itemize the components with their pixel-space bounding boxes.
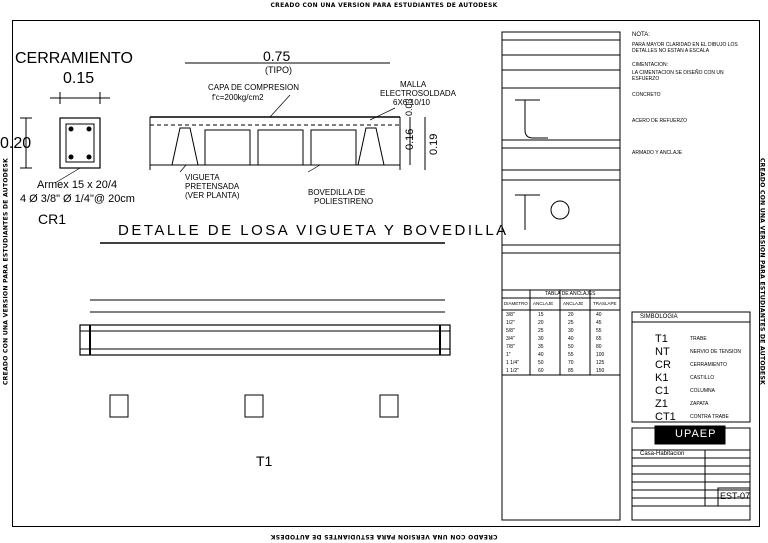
bars-label: 4 Ø 3/8" Ø 1/4"@ 20cm [20,193,135,205]
vigueta-label-3: (VER PLANTA) [185,191,240,200]
table-cell: 70 [568,360,574,366]
drawing-title: DETALLE DE LOSA VIGUETA Y BOVEDILLA [118,222,509,239]
table-cell: 50 [568,344,574,350]
table-cell: 1 1/2" [506,368,519,374]
legend-desc: CASTILLO [690,375,715,381]
legend-desc: NERVIO DE TENSION [690,349,741,355]
table-cell: 1 1/4" [506,360,519,366]
table-cell: 1/2" [506,320,515,326]
legend-desc: COLUMNA [690,388,716,394]
note-acero: ACERO DE REFUERZO [632,118,688,124]
drawing-frame [12,20,760,527]
table-cell: 15 [538,312,544,318]
table-cell: 20 [538,320,544,326]
dim-015: 0.15 [63,70,95,87]
vigueta-label-1: VIGUETA [185,173,220,182]
table-cell: 35 [538,344,544,350]
table-cell: 1" [506,352,511,358]
table-cell: 3/8" [506,312,515,318]
cerramiento-title: CERRAMIENTO [15,50,133,67]
beam-label: T1 [256,453,273,469]
table-cell: 55 [596,328,602,334]
table-cell: 25 [538,328,544,334]
table-cell: 55 [568,352,574,358]
note-armado: ARMADO Y ANCLAJE [632,150,683,156]
sheet-number: EST-07 [720,491,751,501]
cr1-label: CR1 [38,211,67,227]
armex-label: Armex 15 x 20/4 [37,179,118,191]
dim-075: 0.75 [263,48,291,64]
table-cell: 40 [568,336,574,342]
table-cell: 5/8" [506,328,515,334]
table-cell: 7/8" [506,344,515,350]
table-header-3: TRASLAPE [593,301,617,306]
capa-label-2: f'c=200kg/cm2 [212,93,264,102]
legend-code: T1 [655,333,668,345]
dim-016: 0.16 [404,128,416,150]
table-header-2: ANCLAJE [563,301,584,306]
note-title: NOTA: [632,32,650,38]
note-1: PARA MAYOR CLARIDAD EN EL DIBUJO LOS DET… [632,42,738,54]
legend-title: SIMBOLOGIA [640,314,678,320]
logo: UPAEP [675,428,717,440]
table-cell: 30 [568,328,574,334]
dim-019: 0.19 [428,133,440,155]
vigueta-label-2: PRETENSADA [185,182,240,191]
table-cell: 40 [596,312,602,318]
table-cell: 50 [538,360,544,366]
table-header-0: DIAMETRO [504,301,528,306]
legend-code: K1 [655,372,669,384]
table-title: TABLA DE ANCLAJES [545,291,596,297]
table-cell: 125 [596,360,605,366]
legend-code: CR [655,359,671,371]
table-cell: 40 [538,352,544,358]
table-cell: 3/4" [506,336,515,342]
legend-desc: TRABE [690,336,707,342]
table-cell: 65 [596,336,602,342]
tipo-label: (TIPO) [265,65,292,75]
legend-code: CT1 [655,411,676,423]
malla-label-2: ELECTROSOLDADA [380,89,457,98]
dim-020: 0.20 [0,135,32,152]
legend-code: NT [655,346,670,358]
bovedilla-label-2: POLIESTIRENO [314,197,374,206]
legend-desc: CONTRA TRABE [690,414,729,420]
table-cell: 150 [596,368,605,374]
legend-desc: ZAPATA [690,401,709,407]
legend-desc: CERRAMIENTO [690,362,727,368]
table-cell: 30 [538,336,544,342]
bovedilla-label-1: BOVEDILLA DE [308,188,366,197]
note-cimentacion-text: LA CIMENTACION SE DISEÑO CON UN ESFUERZO [632,70,724,82]
table-cell: 45 [596,320,602,326]
legend-code: C1 [655,385,670,397]
project-name: Casa-Habitacion [640,451,685,457]
watermark-top: CREADO CON UNA VERSION PARA ESTUDIANTES … [270,2,498,9]
legend-code: Z1 [655,398,668,410]
malla-label-3: 6X6-10/10 [393,98,430,107]
capa-label-1: CAPA DE COMPRESION [208,83,299,92]
table-header-1: ANCLAJE [533,301,554,306]
dim-003: 0.03 [404,98,414,116]
table-cell: 25 [568,320,574,326]
table-cell: 60 [538,368,544,374]
note-cimentacion: CIMENTACION: [632,62,669,68]
table-cell: 20 [568,312,574,318]
malla-label-1: MALLA [400,80,427,89]
table-cell: 85 [568,368,574,374]
table-cell: 80 [596,344,602,350]
note-concreto: CONCRETO [632,92,661,98]
table-cell: 100 [596,352,605,358]
